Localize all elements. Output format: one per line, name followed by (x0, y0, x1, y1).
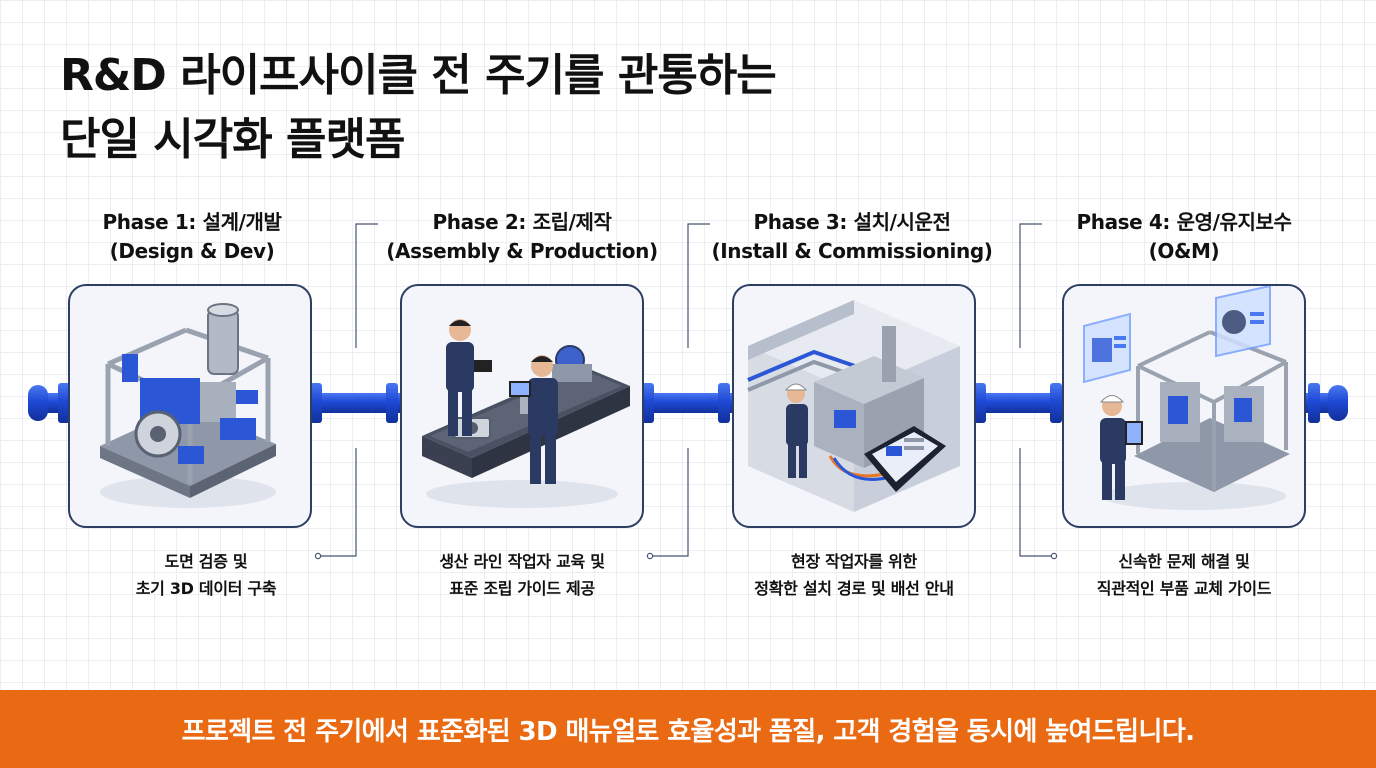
banner-text: 프로젝트 전 주기에서 표준화된 3D 매뉴얼로 효율성과 품질, 고객 경험을… (181, 716, 1195, 747)
phase-4-title: Phase 4: 운영/유지보수 (1076, 210, 1292, 234)
phase-1-card (68, 284, 312, 528)
phase-2-heading: Phase 2: 조립/제작 (Assembly & Production) (357, 208, 687, 266)
phase-1-caption-line-1: 도면 검증 및 (164, 552, 248, 571)
phase-connectors (314, 223, 1058, 560)
phase-2-caption-line-2: 표준 조립 가이드 제공 (449, 579, 595, 598)
assembly-line-workers-illustration (422, 319, 630, 508)
phase-1-title: Phase 1: 설계/개발 (102, 210, 282, 234)
phase-4-heading: Phase 4: 운영/유지보수 (O&M) (1019, 208, 1349, 266)
phase-2-caption-line-1: 생산 라인 작업자 교육 및 (439, 552, 605, 571)
phase-3-caption: 현장 작업자를 위한 정확한 설치 경로 및 배선 안내 (704, 548, 1004, 602)
bottom-banner: 프로젝트 전 주기에서 표준화된 3D 매뉴얼로 효율성과 품질, 고객 경험을… (0, 690, 1376, 768)
phase-1-caption-line-2: 초기 3D 데이터 구축 (135, 579, 277, 598)
commissioning-room-illustration (747, 300, 960, 512)
maintenance-worker-illustration (1083, 286, 1290, 510)
phase-3-title: Phase 3: 설치/시운전 (753, 210, 951, 234)
phase-2-title: Phase 2: 조립/제작 (432, 210, 612, 234)
pipeline-bar (28, 383, 1348, 423)
title-line-2: 단일 시각화 플랫폼 (60, 114, 405, 165)
phase-3-card (732, 284, 976, 528)
machine-frame-illustration (100, 303, 276, 508)
phase-3-caption-line-1: 현장 작업자를 위한 (791, 552, 917, 571)
phase-4-caption: 신속한 문제 해결 및 직관적인 부품 교체 가이드 (1034, 548, 1334, 602)
page-title: R&D 라이프사이클 전 주기를 관통하는 단일 시각화 플랫폼 (60, 44, 777, 172)
phase-1-subtitle: (Design & Dev) (109, 239, 275, 263)
phase-2-subtitle: (Assembly & Production) (386, 239, 658, 263)
phase-4-caption-line-2: 직관적인 부품 교체 가이드 (1096, 579, 1272, 598)
phase-3-caption-line-2: 정확한 설치 경로 및 배선 안내 (754, 579, 954, 598)
phase-2-caption: 생산 라인 작업자 교육 및 표준 조립 가이드 제공 (372, 548, 672, 602)
phase-4-subtitle: (O&M) (1148, 239, 1220, 263)
phase-3-heading: Phase 3: 설치/시운전 (Install & Commissioning… (687, 208, 1017, 266)
phase-3-subtitle: (Install & Commissioning) (711, 239, 993, 263)
title-line-1: R&D 라이프사이클 전 주기를 관통하는 (60, 50, 777, 101)
phase-4-card (1062, 284, 1306, 528)
phase-2-card (400, 284, 644, 528)
phase-1-caption: 도면 검증 및 초기 3D 데이터 구축 (56, 548, 356, 602)
phase-4-caption-line-1: 신속한 문제 해결 및 (1118, 552, 1250, 571)
phase-1-heading: Phase 1: 설계/개발 (Design & Dev) (27, 208, 357, 266)
